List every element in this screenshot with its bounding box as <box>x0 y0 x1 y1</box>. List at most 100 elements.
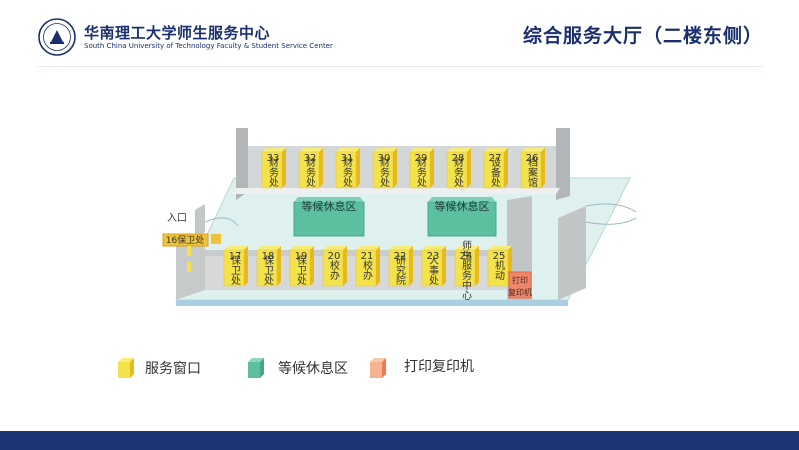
window-name: 财务处 <box>452 156 464 188</box>
top-wall-left-pillar <box>236 128 248 200</box>
service-window-top <box>410 148 434 152</box>
service-window-side <box>356 148 360 188</box>
window-name: 财务处 <box>378 156 390 188</box>
legend-label-waiting-area: 等候休息区 <box>278 361 348 377</box>
service-window-top <box>488 246 512 250</box>
window-number: 17 <box>229 251 242 262</box>
window-number: 29 <box>415 153 428 164</box>
window-number: 24 <box>460 251 473 262</box>
window-number: 18 <box>262 251 275 262</box>
org-name-cn: 华南理工大学师生服务中心 <box>84 24 271 42</box>
window-name: 财务处 <box>267 156 279 188</box>
service-window-side <box>467 148 471 188</box>
legend-label-printer: 打印复印机 <box>404 359 474 375</box>
top-back-wall <box>248 146 560 188</box>
footer-bar <box>0 431 799 450</box>
printer-label-line2: 复印机 <box>508 287 532 297</box>
window-number: 31 <box>341 153 354 164</box>
entrance-label: 入口 <box>167 213 187 224</box>
left-wall-window-c <box>211 234 221 244</box>
service-window-top <box>336 148 360 152</box>
door-arc-left <box>204 217 239 227</box>
window-name: 保卫处 <box>229 254 241 286</box>
window-number: 21 <box>361 251 374 262</box>
window-number: 28 <box>452 153 465 164</box>
service-window-top <box>447 148 471 152</box>
waiting-area-2-label: 等候休息区 <box>435 199 490 213</box>
service-window-side <box>319 148 323 188</box>
waiting-area-1-label: 等候休息区 <box>302 199 357 213</box>
window-number: 22 <box>394 251 407 262</box>
service-window-top <box>373 148 397 152</box>
header-divider <box>38 66 763 67</box>
window-name: 财务处 <box>415 156 427 188</box>
service-window-top <box>299 148 323 152</box>
service-window-side <box>541 148 545 188</box>
legend-label-service-window: 服务窗口 <box>145 361 201 377</box>
service-window-top <box>224 246 248 250</box>
right-pillar-b <box>558 206 586 300</box>
window-number: 26 <box>526 153 539 164</box>
service-window-side <box>310 246 314 286</box>
window-number: 27 <box>489 153 502 164</box>
service-window-side <box>430 148 434 188</box>
window-name: 校办 <box>361 259 373 281</box>
service-window-top <box>484 148 508 152</box>
service-window-top <box>262 148 286 152</box>
window-name: 保卫处 <box>295 254 307 286</box>
service-window-top <box>455 246 479 250</box>
left-wall-window-a <box>187 246 191 256</box>
service-window-side <box>376 246 380 286</box>
service-window-side <box>409 246 413 286</box>
service-window-top <box>422 246 446 250</box>
printer: 打印 复印机 <box>508 271 532 299</box>
service-window-top <box>290 246 314 250</box>
window-name: 档案馆 <box>526 156 538 188</box>
window-name: 财务处 <box>304 156 316 188</box>
service-window-side <box>475 246 479 286</box>
service-window-swatch-icon <box>118 358 134 378</box>
top-wall-right-pillar <box>556 128 570 200</box>
top-wall-base <box>232 188 560 194</box>
service-window-side <box>442 246 446 286</box>
service-window-side <box>393 148 397 188</box>
window-name: 保卫处 <box>262 254 274 286</box>
service-window-side <box>277 246 281 286</box>
left-wall-window-b <box>187 262 191 272</box>
window-number: 33 <box>267 153 280 164</box>
service-window-side <box>504 148 508 188</box>
left-upper-wall <box>195 204 205 238</box>
security-window-16-label: 16保卫处 <box>166 234 204 246</box>
security-window-16: 16保卫处 <box>162 233 209 247</box>
waiting-area-1: 等候休息区 <box>293 197 365 237</box>
org-name-en: South China University of Technology Fac… <box>84 42 333 50</box>
waiting-area-2: 等候休息区 <box>427 197 497 237</box>
printer-swatch-icon <box>370 358 386 378</box>
service-window-top <box>323 246 347 250</box>
window-name: 人事处 <box>427 255 439 286</box>
window-name: 设备处 <box>489 157 501 188</box>
service-window-side <box>343 246 347 286</box>
window-number: 23 <box>427 251 440 262</box>
service-window-top <box>356 246 380 250</box>
university-logo-icon <box>38 18 76 56</box>
window-number: 32 <box>304 153 317 164</box>
door-arc-right-a <box>585 203 637 213</box>
window-number: 30 <box>378 153 391 164</box>
window-number: 19 <box>295 251 308 262</box>
service-window-side <box>282 148 286 188</box>
